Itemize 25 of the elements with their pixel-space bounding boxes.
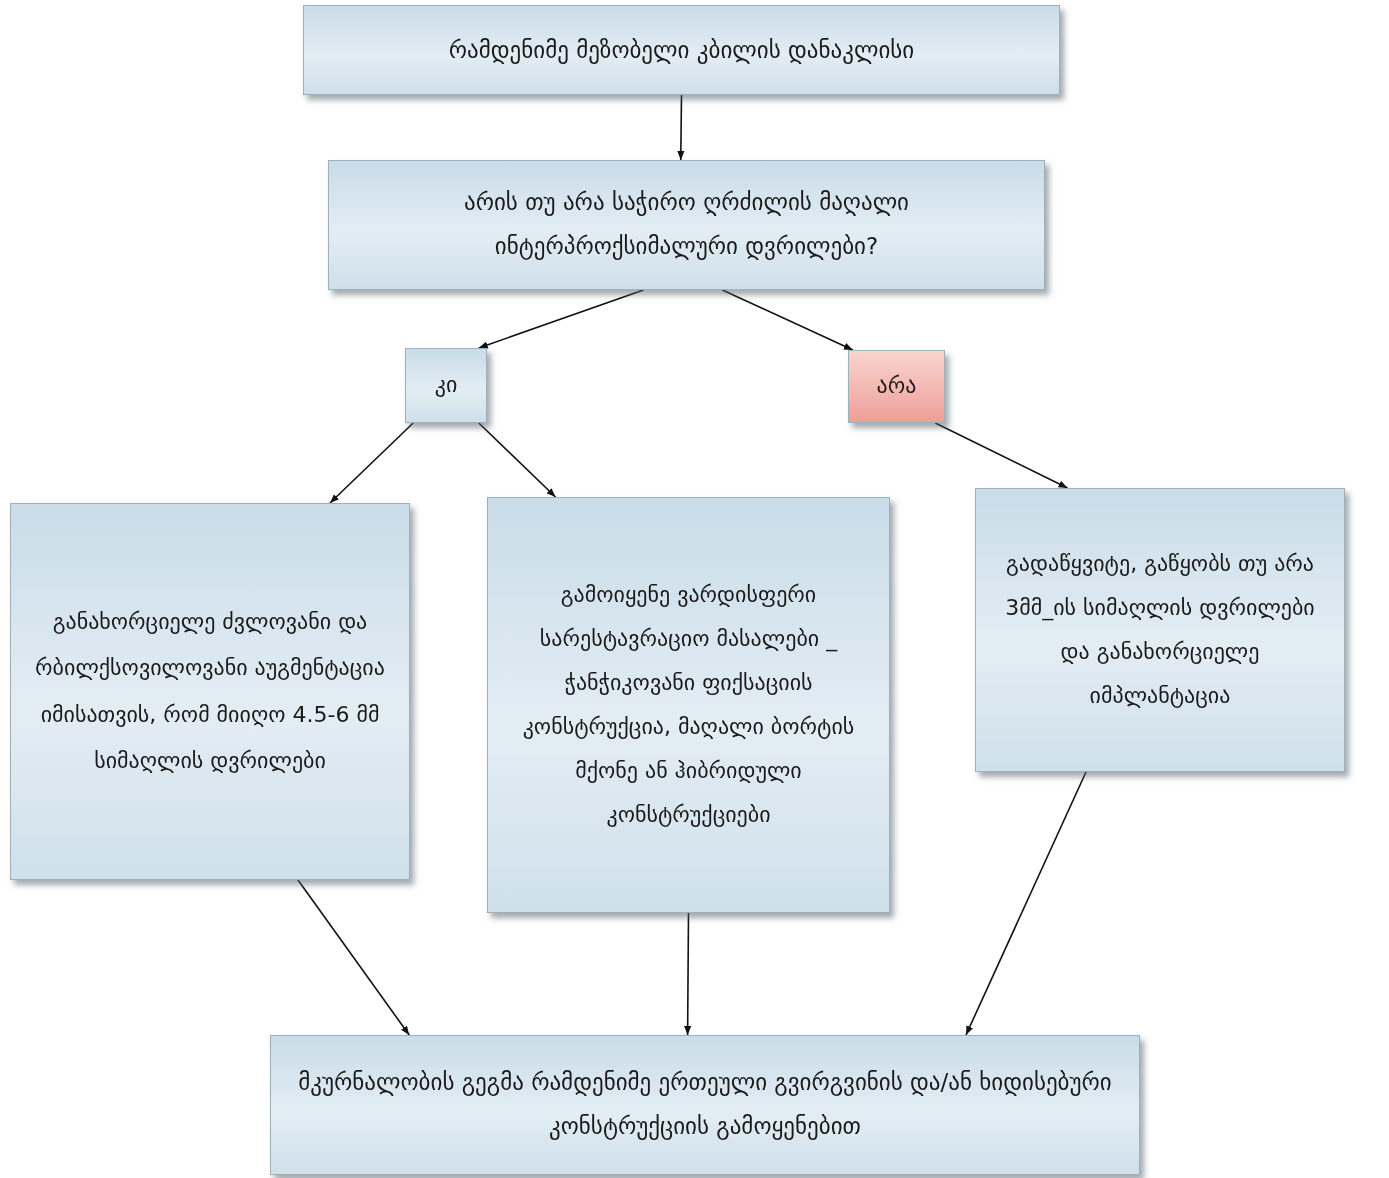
- arrow: [677, 94, 685, 161]
- process-box: [487, 497, 890, 913]
- box-text: არის თუ არა საჭირო ღრძილის მაღალი ინტერპროქსიმალური დვრილები?: [462, 188, 911, 262]
- box-text: გამოიყენე ვარდისფერი სარესტავრაციო მასალები _ ჭანჭიკოვანი ფიქსაციის კონსტრუქცია, მაღალი ბორტის მქონე ან ჰიბრიდული კონსტრუქციები: [521, 581, 856, 829]
- arrow: [684, 912, 692, 1036]
- process-box: [405, 348, 487, 423]
- arrow: [329, 422, 414, 504]
- answer-box: [848, 350, 945, 423]
- process-box: [328, 160, 1045, 290]
- arrow: [965, 771, 1087, 1036]
- process-box: [975, 488, 1345, 772]
- box-text: რამდენიმე მეზობელი კბილის დანაკლისი: [448, 35, 915, 66]
- arrow: [934, 422, 1069, 489]
- arrow: [478, 422, 557, 498]
- process-box: [270, 1035, 1140, 1175]
- arrow: [478, 289, 645, 349]
- box-text: განახორციელე ძვლოვანი და რბილქსოვილოვანი აუგმენტაცია იმისათვის, რომ მიიღო 4.5-6 მმ სიმაღლის დვრილები: [34, 608, 386, 775]
- box-text: გადაწყვიტე, გაწყობს თუ არა 3მმ_ის სიმაღლის დვრილები და განახორციელე იმპლანტაცია: [1004, 550, 1316, 710]
- arrow: [721, 289, 854, 351]
- box-text: კი: [434, 371, 458, 400]
- box-text: არა: [876, 372, 917, 401]
- process-box: [10, 503, 410, 880]
- box-text: მკურნალობის გეგმა რამდენიმე ერთეული გვირგვინის და/ან ხიდისებური კონსტრუქციის გამოყენებით: [297, 1068, 1113, 1142]
- arrow: [297, 879, 410, 1036]
- process-box: [303, 5, 1060, 95]
